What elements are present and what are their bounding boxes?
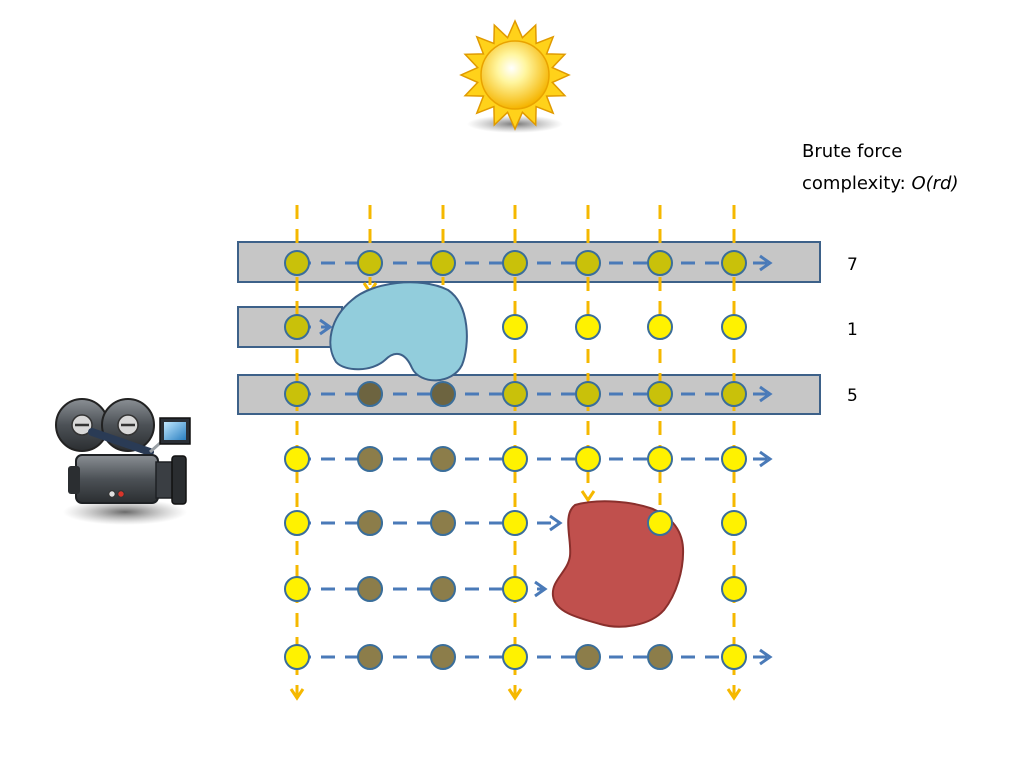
light-arrow-col-7 <box>726 688 742 701</box>
sample-point-r6-c7 <box>721 576 747 602</box>
sample-point-r3-c4 <box>502 381 528 407</box>
sample-point-r1-c7 <box>721 250 747 276</box>
annotation-prefix: complexity: <box>802 173 911 194</box>
sample-point-r7-c6 <box>647 644 673 670</box>
sample-point-r3-c5 <box>575 381 601 407</box>
sample-point-r1-c1 <box>284 250 310 276</box>
sample-point-r4-c3 <box>430 446 456 472</box>
annotation-line-1: Brute force <box>802 141 902 162</box>
sample-point-r2-c4 <box>502 314 528 340</box>
sample-point-r6-c2 <box>357 576 383 602</box>
sample-point-r2-c1 <box>284 314 310 340</box>
sample-point-r1-c5 <box>575 250 601 276</box>
sample-point-r2-c5 <box>575 314 601 340</box>
sun-icon <box>459 19 571 133</box>
sample-point-r5-c2 <box>357 510 383 536</box>
sample-point-r4-c6 <box>647 446 673 472</box>
sample-point-r7-c2 <box>357 644 383 670</box>
sample-point-r7-c5 <box>575 644 601 670</box>
sample-point-r4-c5 <box>575 446 601 472</box>
sample-point-r6-c1 <box>284 576 310 602</box>
view-arrow-row-7 <box>759 648 773 666</box>
sample-point-r7-c1 <box>284 644 310 670</box>
view-arrow-row-2 <box>319 318 333 336</box>
sample-point-r1-c3 <box>430 250 456 276</box>
row-count-2: 1 <box>847 320 858 340</box>
sample-point-r4-c7 <box>721 446 747 472</box>
sample-point-r3-c2 <box>357 381 383 407</box>
complexity-annotation: Brute force complexity: O(rd) <box>802 141 959 194</box>
light-arrow-col-1 <box>289 688 305 701</box>
sample-point-r7-c7 <box>721 644 747 670</box>
video-camera-icon <box>55 398 191 525</box>
sample-point-r4-c2 <box>357 446 383 472</box>
sample-point-r2-c7 <box>721 314 747 340</box>
sample-point-r3-c7 <box>721 381 747 407</box>
sample-point-r7-c4 <box>502 644 528 670</box>
view-arrow-row-4 <box>759 450 773 468</box>
sample-point-r2-c6 <box>647 314 673 340</box>
view-arrow-row-6 <box>534 580 548 598</box>
sample-point-r1-c4 <box>502 250 528 276</box>
sample-point-r6-c4 <box>502 576 528 602</box>
sample-points <box>284 250 747 670</box>
view-arrow-row-1 <box>759 254 773 272</box>
sample-point-r4-c1 <box>284 446 310 472</box>
sample-point-r5-c6 <box>647 510 673 536</box>
sample-point-r3-c6 <box>647 381 673 407</box>
sample-point-r7-c3 <box>430 644 456 670</box>
row-counts: 7 1 5 <box>847 255 858 406</box>
annotation-line-2: complexity: O(rd) <box>802 173 959 194</box>
sample-point-r5-c4 <box>502 510 528 536</box>
row-count-3: 5 <box>847 386 858 406</box>
light-arrow-blocked-col-5 <box>580 490 596 503</box>
view-arrow-row-5 <box>549 514 563 532</box>
sample-point-r3-c1 <box>284 381 310 407</box>
sample-point-r4-c4 <box>502 446 528 472</box>
sample-point-r5-c3 <box>430 510 456 536</box>
red-occluder <box>551 500 685 628</box>
row-count-1: 7 <box>847 255 858 275</box>
sample-point-r3-c3 <box>430 381 456 407</box>
light-arrow-col-4 <box>507 688 523 701</box>
sample-point-r1-c2 <box>357 250 383 276</box>
sample-point-r5-c1 <box>284 510 310 536</box>
complexity-formula: O(rd) <box>911 173 958 194</box>
view-arrow-row-3 <box>759 385 773 403</box>
sample-point-r6-c3 <box>430 576 456 602</box>
sample-point-r1-c6 <box>647 250 673 276</box>
blue-occluder <box>329 281 468 382</box>
sample-point-r5-c7 <box>721 510 747 536</box>
